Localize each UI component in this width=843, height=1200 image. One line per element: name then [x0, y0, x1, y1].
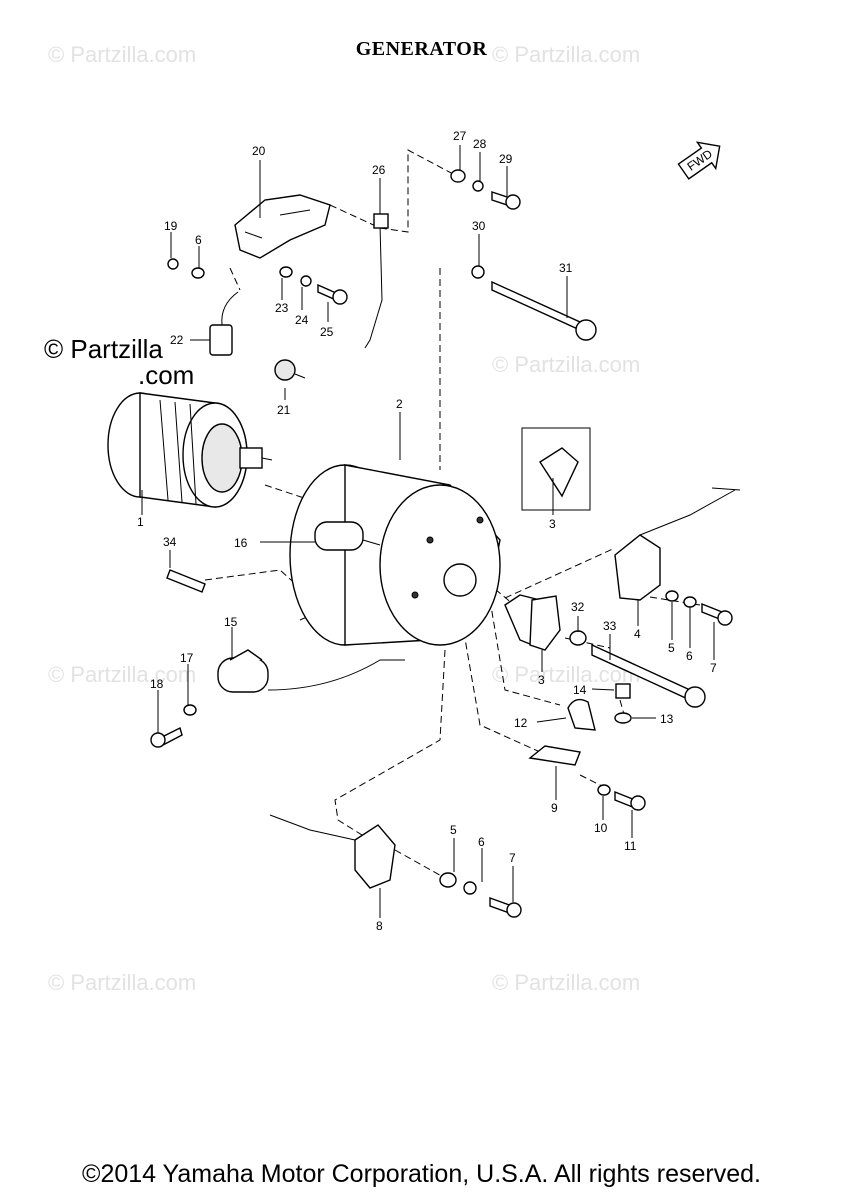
- diagram-title: GENERATOR: [355, 38, 488, 60]
- watermark-bottom-left: © Partzilla.com: [48, 970, 196, 995]
- watermark-dark-line1: © Partzilla: [44, 334, 163, 364]
- brush-holder-4: [614, 487, 741, 601]
- callout-8: 8: [376, 919, 383, 933]
- callout-numbers: 1 2 3 3 4 5 6 7 8 9 10 11 12 13 14 15 16…: [137, 129, 717, 933]
- callout-20: 20: [252, 144, 266, 158]
- pin-34: [166, 569, 206, 593]
- bracket-9: [528, 745, 581, 766]
- brush-bracket-20: [234, 194, 331, 259]
- callout-6-lower: 6: [478, 835, 485, 849]
- gear-21: [274, 359, 306, 381]
- through-bolt-31: [471, 265, 597, 341]
- callout-9: 9: [551, 801, 558, 815]
- callout-6-upper: 6: [686, 649, 693, 663]
- brush-22: [209, 291, 239, 356]
- screw-17-18: [150, 704, 197, 748]
- callout-27: 27: [453, 129, 467, 143]
- screw-27-29: [450, 169, 521, 210]
- callout-15: 15: [224, 615, 238, 629]
- callout-19: 19: [164, 219, 178, 233]
- watermark-dark-line2: .com: [138, 360, 194, 390]
- capacitor-15: [217, 649, 405, 693]
- callout-31: 31: [559, 261, 573, 275]
- wire-26: [364, 213, 389, 349]
- callout-11: 11: [624, 839, 637, 853]
- watermark-bottom-right: © Partzilla.com: [492, 970, 640, 995]
- insulator-3: [504, 594, 561, 651]
- cover-plate-inset: [521, 427, 591, 511]
- callout-33: 33: [603, 619, 617, 633]
- callout-1: 1: [137, 515, 144, 529]
- callout-7-lower: 7: [509, 851, 516, 865]
- screw-23-25: [279, 266, 348, 305]
- callout-32: 32: [571, 600, 585, 614]
- washer-set-upper: [665, 590, 733, 626]
- leader-lines: [141, 145, 715, 918]
- callout-13: 13: [660, 712, 674, 726]
- callout-17: 17: [180, 651, 194, 665]
- callout-5-upper: 5: [668, 641, 675, 655]
- callout-2: 2: [396, 397, 403, 411]
- screw-set-9: [597, 784, 646, 811]
- callout-26: 26: [372, 163, 386, 177]
- callout-10: 10: [594, 821, 608, 835]
- armature: [107, 392, 273, 508]
- generator-yoke: [289, 464, 501, 646]
- watermarks: © Partzilla.com © Partzilla.com © Partzi…: [44, 42, 640, 995]
- callout-30: 30: [472, 219, 486, 233]
- callout-29: 29: [499, 152, 513, 166]
- callout-3-inset: 3: [549, 517, 556, 531]
- callout-7-upper: 7: [710, 661, 717, 675]
- watermark-mid-left: © Partzilla.com: [48, 662, 196, 687]
- callout-34: 34: [163, 535, 177, 549]
- callout-21: 21: [277, 403, 291, 417]
- screw-13-14: [614, 683, 632, 724]
- fwd-arrow-icon: FWD: [677, 141, 721, 180]
- through-bolt-33: [569, 630, 706, 708]
- watermark-top-left: © Partzilla.com: [48, 42, 196, 67]
- callout-6-left: 6: [195, 233, 202, 247]
- callout-24: 24: [295, 313, 309, 327]
- callout-3: 3: [538, 673, 545, 687]
- callout-4: 4: [634, 627, 641, 641]
- callout-5-lower: 5: [450, 823, 457, 837]
- callout-25: 25: [320, 325, 334, 339]
- callout-23: 23: [275, 301, 289, 315]
- capacitor-16: [314, 521, 381, 551]
- assembly-lines: [204, 149, 701, 879]
- callout-16: 16: [234, 536, 248, 550]
- callout-22: 22: [170, 333, 184, 347]
- brush-holder-8: [269, 814, 396, 889]
- watermark-mid-right: © Partzilla.com: [492, 352, 640, 377]
- copyright-notice: ©2014 Yamaha Motor Corporation, U.S.A. A…: [82, 1160, 761, 1188]
- watermark-top-right: © Partzilla.com: [492, 42, 640, 67]
- clamp-12: [567, 698, 596, 731]
- nut-19-washer-6: [167, 258, 205, 279]
- callout-14: 14: [573, 683, 587, 697]
- callout-18: 18: [150, 677, 164, 691]
- callout-12: 12: [514, 716, 528, 730]
- washer-set-lower: [439, 872, 522, 918]
- generator-exploded-diagram: © Partzilla.com © Partzilla.com © Partzi…: [44, 42, 741, 995]
- callout-28: 28: [473, 137, 487, 151]
